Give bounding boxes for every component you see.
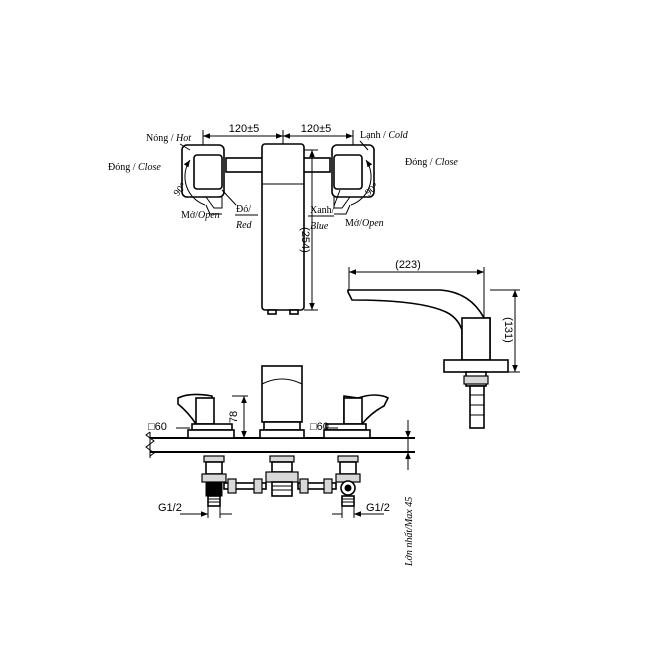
open-right-label: Mở/Open — [345, 218, 384, 229]
handle-right-label: □60 — [310, 421, 329, 433]
cold-label: Lạnh / Cold — [360, 130, 409, 141]
dim-height-side-text: (131) — [502, 317, 514, 343]
red-label: Đỏ/ — [236, 204, 251, 215]
left-shank-assembly — [201, 455, 227, 507]
rotation-arc-left — [183, 159, 206, 206]
blue-label: Xanh/ — [310, 205, 335, 216]
spout-profile — [347, 289, 491, 361]
open-left-label: Mở/Open — [181, 210, 220, 221]
rotation-arc-right — [350, 159, 373, 206]
left-handle-front — [177, 393, 235, 439]
dim-78-text: 78 — [228, 411, 240, 423]
dim-left-text: 120±5 — [229, 123, 260, 135]
side-view: (223) (131) — [347, 259, 520, 429]
red-label-en: Red — [235, 220, 253, 231]
right-shank-assembly — [335, 455, 361, 507]
close-right-label: Đóng / Close — [405, 157, 458, 168]
conn-left-label: G1/2 — [158, 502, 182, 514]
top-view: 120±5 120±5 (254) Nóng / Hot Đóng / Clos… — [108, 123, 458, 315]
dim-right-text: 120±5 — [301, 123, 332, 135]
center-shank-assembly — [265, 455, 299, 497]
conn-right-label: G1/2 — [366, 502, 390, 514]
dim-reach-text: (223) — [395, 259, 421, 271]
right-handle-plan — [331, 144, 375, 215]
dim-spout-text: (254) — [299, 227, 311, 253]
hot-label: Nóng / Hot — [146, 133, 191, 144]
close-left-label: Đóng / Close — [108, 162, 161, 173]
left-handle-plan — [181, 144, 225, 215]
max-thickness-label: Lớn nhất/Max 45 — [404, 497, 415, 567]
spout-plan — [261, 143, 305, 315]
spout-front — [259, 365, 305, 439]
side-shank — [469, 385, 485, 429]
front-view: 78 □60 □60 — [145, 365, 415, 567]
connecting-hoses — [223, 478, 337, 494]
blue-label-en: Blue — [310, 221, 329, 232]
right-handle-front — [323, 394, 390, 439]
handle-left-label: □60 — [148, 421, 167, 433]
spout-body-side — [461, 317, 491, 361]
side-base — [443, 359, 509, 373]
